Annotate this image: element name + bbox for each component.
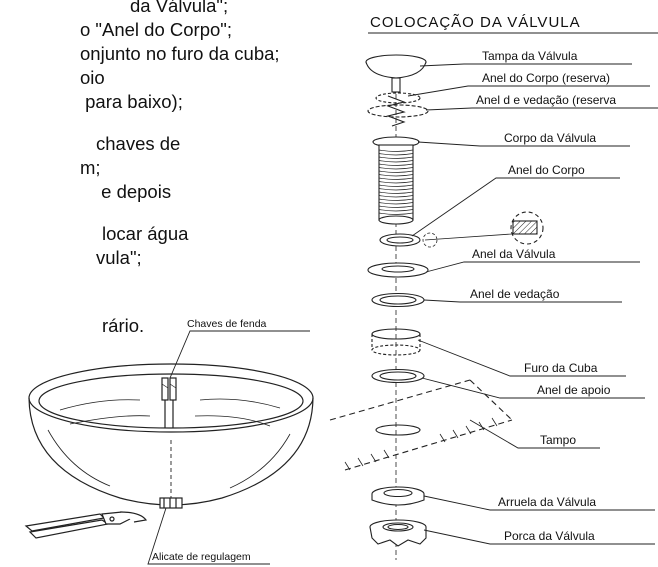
instructions-text: da Válvula"; o "Anel do Corpo"; onjunto … (0, 0, 280, 338)
thread-line (378, 163, 414, 166)
valve-ring-icon (367, 262, 429, 278)
label-anel-valvula: Anel da Válvula (472, 247, 556, 261)
thread-line (378, 212, 414, 215)
thread-line (378, 195, 414, 198)
instruction-line-7: chaves de (96, 133, 181, 154)
sink-illustration (24, 363, 314, 539)
thread-line (378, 170, 414, 173)
valve-body-threads (378, 149, 414, 215)
instruction-line-11: locar água (102, 223, 189, 244)
alicate-de-regulagem-label: Alicate de regulagem (152, 551, 251, 563)
thread-line (378, 202, 414, 205)
valve-nut-icon (369, 519, 427, 547)
label-tampa: Tampa da Válvula (482, 49, 578, 63)
thread-line (378, 149, 414, 152)
thread-line (378, 160, 414, 163)
instruction-line-2: o "Anel do Corpo"; (80, 19, 232, 40)
instruction-line-12: vula"; (96, 247, 142, 268)
valve-parts (329, 54, 544, 547)
pliers-icon (24, 511, 148, 539)
screwdrivers-icon (161, 377, 177, 428)
thread-line (378, 191, 414, 194)
washer-icon (371, 486, 425, 506)
thread-line (378, 184, 414, 187)
instruction-line-8: m; (80, 157, 101, 178)
drain-nut-icon (159, 497, 183, 509)
sink-leaders (147, 330, 310, 565)
label-tampo: Tampo (540, 433, 576, 447)
label-porca: Porca da Válvula (504, 529, 595, 543)
thread-line (378, 205, 414, 208)
thread-line (378, 209, 414, 212)
label-anel-vedacao-reserva: Anel d e vedação (reserva (476, 93, 616, 107)
label-arruela: Arruela da Válvula (498, 495, 596, 509)
sealing-ring-reserve-icon (367, 104, 429, 118)
label-furo-cuba: Furo da Cuba (524, 361, 598, 375)
sealing-ring-icon (371, 292, 425, 308)
thread-line (378, 188, 414, 191)
support-ring-icon (371, 368, 425, 384)
thread-line (378, 174, 414, 177)
counter-top-icon (329, 379, 513, 471)
instruction-line-3: onjunto no furo da cuba; (80, 43, 280, 64)
valve-cap-icon (365, 54, 427, 93)
valve-labels: Tampa da Válvula Anel do Corpo (reserva)… (470, 49, 616, 543)
body-ring-icon (379, 233, 421, 247)
thread-line (378, 181, 414, 184)
diagram-title: COLOCAÇÃO DA VÁLVULA (370, 14, 581, 31)
chaves-de-fenda-label: Chaves de fenda (187, 318, 267, 330)
valve-leaders (407, 63, 658, 545)
label-anel-corpo-reserva: Anel do Corpo (reserva) (482, 71, 610, 85)
basin-hole-icon (371, 328, 421, 356)
instruction-line-1: da Válvula"; (130, 0, 229, 16)
instruction-line-9: e depois (96, 181, 172, 202)
ring-detail-icon (422, 211, 544, 248)
thread-line (378, 156, 414, 159)
instruction-line-15: rário. (102, 315, 145, 336)
thread-line (378, 167, 414, 170)
thread-line (378, 153, 414, 156)
body-ring-reserve-icon (375, 92, 421, 127)
instruction-line-4: oio (80, 67, 105, 88)
instruction-line-5: para baixo); (80, 91, 183, 112)
label-anel-corpo: Anel do Corpo (508, 163, 585, 177)
label-anel-apoio: Anel de apoio (537, 383, 611, 397)
thread-line (378, 177, 414, 180)
sink-inner-rim (38, 373, 304, 429)
thread-line (378, 198, 414, 201)
label-corpo: Corpo da Válvula (504, 131, 596, 145)
label-anel-vedacao: Anel de vedação (470, 287, 560, 301)
